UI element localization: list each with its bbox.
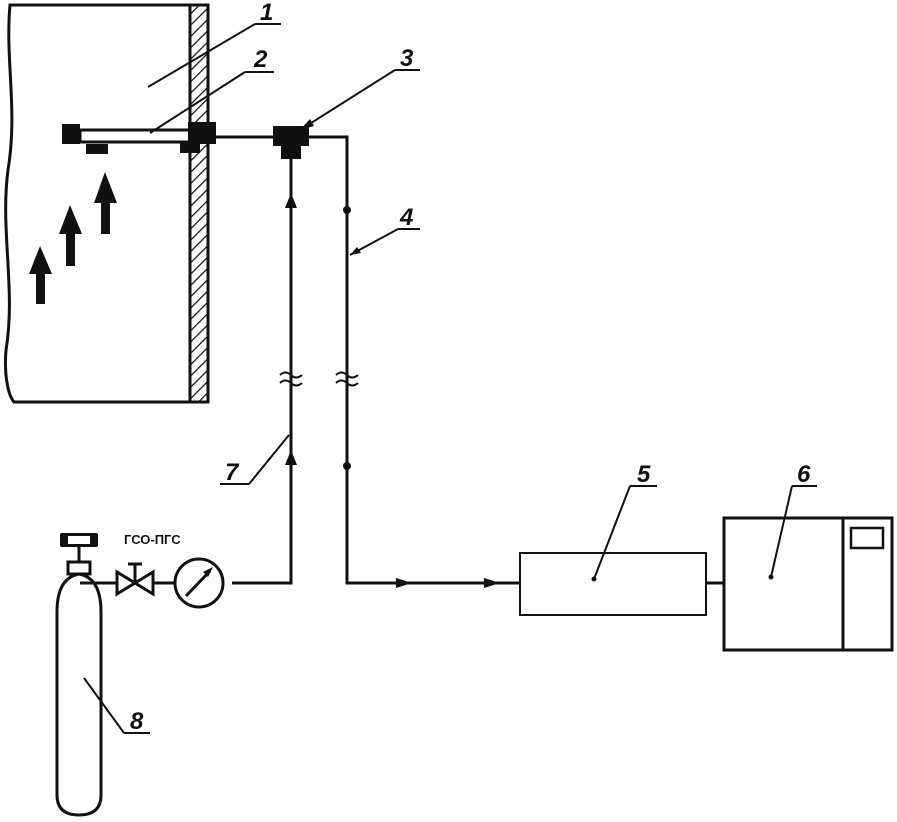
label-2: 2 — [253, 46, 268, 73]
gas-cylinder-icon — [55, 533, 103, 817]
unit-5-box — [519, 552, 707, 616]
duct-outline — [4, 3, 190, 404]
label-3: 3 — [400, 45, 414, 72]
analyzer-unit-6 — [722, 516, 894, 652]
valve-icon — [115, 562, 155, 597]
flow-arrow-icon — [29, 246, 52, 304]
duct-wall — [188, 3, 210, 404]
sampling-probe — [62, 122, 216, 154]
label-1: 1 — [260, 0, 273, 26]
label-6: 6 — [797, 461, 811, 488]
label-5: 5 — [637, 461, 651, 488]
flow-arrow-icon — [94, 172, 117, 234]
pressure-gauge-icon — [173, 557, 225, 609]
gas-source-label: ГСО-ПГС — [124, 532, 181, 547]
label-8: 8 — [130, 708, 144, 735]
tee-fitting — [273, 126, 309, 159]
flow-arrow-icon — [59, 205, 82, 266]
label-4: 4 — [399, 204, 413, 231]
flow-arrows-up — [29, 172, 117, 304]
label-7: 7 — [225, 459, 240, 486]
